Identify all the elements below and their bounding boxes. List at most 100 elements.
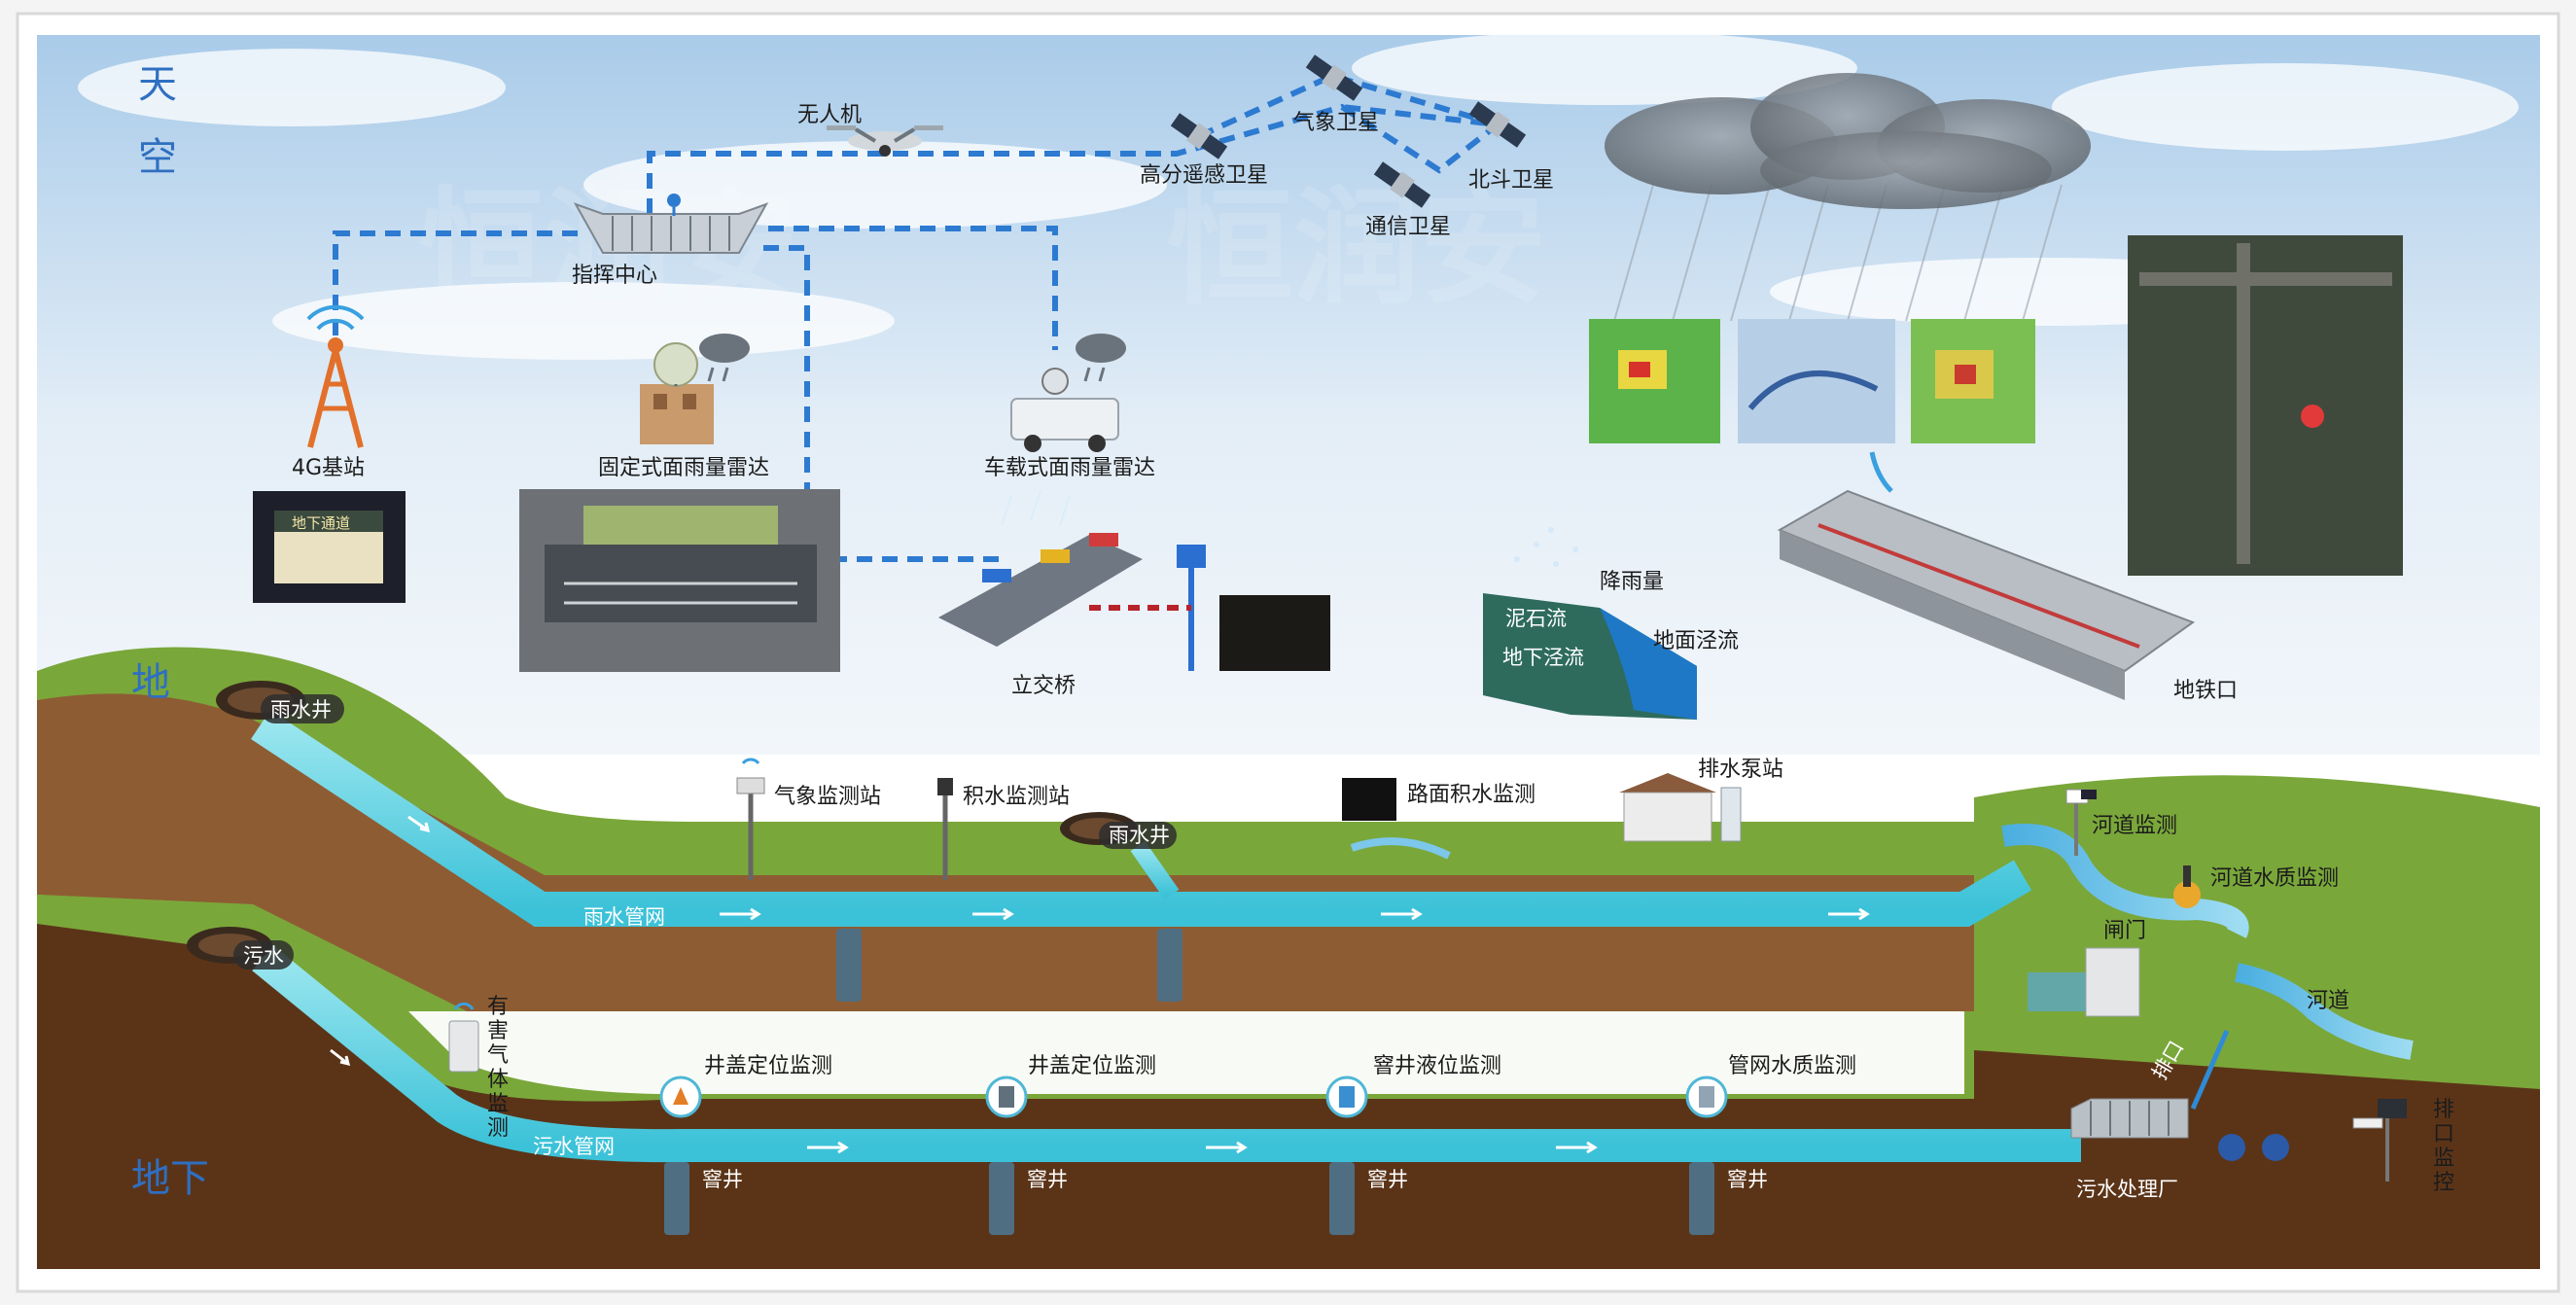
gas-sensor-icon: [448, 1002, 479, 1073]
gas-monitoring-char: 测: [487, 1116, 509, 1141]
manhole-label: 窨井: [1727, 1168, 1768, 1191]
sewage-pipe: [252, 944, 2081, 1163]
river-monitoring-icon: [2065, 789, 2097, 856]
watermark-text: 恒润安: [1167, 174, 1546, 322]
metro-entrance-label: 地铁口: [2173, 679, 2238, 703]
drone-label: 无人机: [797, 103, 862, 127]
night-road-photo: [1219, 595, 1330, 671]
cover-monitor-2-label: 井盖定位监测: [1028, 1054, 1156, 1078]
sewage-well-badge: [233, 940, 294, 970]
outlet-monitoring-char: 排: [2433, 1098, 2454, 1122]
road-ponding-icon: [1342, 778, 1451, 860]
manhole-shaft-icon: [664, 929, 1714, 1235]
rain-cloud-icon: [1076, 334, 1126, 382]
gas-monitoring-char: 监: [487, 1092, 509, 1116]
metro-station-icon: [1777, 489, 2196, 700]
underground-runoff-label: 地下泾流: [1502, 646, 1584, 669]
road-ponding-label: 路面积水监测: [1407, 783, 1535, 807]
water-quality-buoy-icon: [2173, 865, 2201, 908]
base-station-label: 4G基站: [292, 456, 365, 480]
rain-well-1-label: 雨水井: [270, 698, 332, 722]
satellite-icon: [1170, 54, 1527, 208]
outlet-monitoring-char: 控: [2433, 1171, 2454, 1195]
weather-satellite-label: 气象卫星: [1293, 111, 1379, 135]
river-stream: [2001, 824, 2249, 938]
flow-arrows: [407, 815, 1870, 921]
satellite-map-photo: [2128, 235, 2403, 576]
rain-well-badge: [261, 694, 344, 723]
sensor-badge-icon: [659, 1076, 1728, 1118]
zone-ground: 地: [131, 660, 170, 705]
upper-soil-layer: [37, 693, 1974, 1011]
gas-monitoring-label: 有 害 气 体 监 测: [487, 995, 509, 1141]
outlet-monitoring-char: 口: [2433, 1122, 2454, 1146]
mudflow-label: 泥石流: [1505, 607, 1567, 630]
cell-tower-icon: [306, 304, 365, 448]
treatment-plant-label: 污水处理厂: [2076, 1178, 2178, 1201]
rain-pipe: [251, 709, 2032, 927]
level-monitor-label: 窨井液位监测: [1373, 1054, 1501, 1078]
interchange-icon: [938, 490, 1206, 671]
outlet-monitoring-label: 排 口 监 控: [2433, 1098, 2454, 1195]
radar-map-images: [1589, 319, 2035, 443]
quality-monitor-label: 管网水质监测: [1728, 1054, 1856, 1078]
white-separator: [408, 1011, 1964, 1095]
ponding-station-label: 积水监测站: [963, 785, 1070, 809]
vehicle-radar-label: 车载式面雨量雷达: [984, 456, 1155, 480]
command-center-label: 指挥中心: [572, 264, 657, 288]
cover-monitor-1-label: 井盖定位监测: [704, 1054, 832, 1078]
gas-monitoring-char: 有: [487, 995, 509, 1019]
manhole-label: 窨井: [1027, 1168, 1068, 1191]
weather-station-label: 气象监测站: [774, 785, 881, 809]
underpass-photo: 地下通道: [253, 491, 406, 603]
lower-soil-layer: [37, 918, 2540, 1269]
ponding-station-icon: [937, 778, 953, 880]
zone-sky-1: 天: [138, 62, 177, 107]
pumping-facility-photo: [519, 489, 840, 672]
gate-label: 闸门: [2103, 919, 2146, 943]
manhole-label: 窨井: [702, 1168, 743, 1191]
sewage-pipe-label: 污水管网: [533, 1135, 615, 1158]
gas-monitoring-char: 害: [487, 1019, 509, 1043]
rain-branch-pipe: [1130, 840, 1180, 900]
flow-arrows: [330, 1048, 1598, 1154]
rain-pipe-label: 雨水管网: [583, 905, 665, 929]
comm-satellite-label: 通信卫星: [1365, 215, 1451, 239]
rain-well-2-label: 雨水井: [1109, 824, 1170, 847]
pump-station-label: 排水泵站: [1698, 758, 1783, 782]
drone-icon: [827, 125, 943, 157]
manhole-label: 窨井: [1367, 1168, 1408, 1191]
surface-runoff-label: 地面泾流: [1653, 629, 1739, 653]
gas-monitoring-char: 气: [487, 1043, 509, 1068]
runoff-terrain-icon: [1483, 527, 1697, 720]
river-label: 河道: [2307, 989, 2349, 1013]
river-stream: [2234, 963, 2414, 1060]
river-quality-label: 河道水质监测: [2210, 866, 2339, 891]
underpass-sign: 地下通道: [292, 514, 350, 532]
gas-monitoring-char: 体: [487, 1068, 509, 1092]
gate-icon: [2028, 947, 2140, 1017]
zone-sky-2: 空: [138, 135, 177, 180]
arrow-icon: [1869, 451, 1893, 493]
rain-well-badge: [1099, 822, 1177, 849]
weather-station-icon: [736, 758, 765, 880]
pump-station-icon: [1619, 773, 1742, 842]
river-monitoring-label: 河道监测: [2092, 814, 2177, 838]
command-center-icon: [573, 194, 769, 254]
rainfall-label: 降雨量: [1600, 570, 1664, 594]
treatment-plant-icon: [2070, 1098, 2289, 1161]
fixed-radar-label: 固定式面雨量雷达: [598, 456, 769, 480]
rain-cloud-icon: [699, 334, 750, 382]
fixed-radar-icon: [640, 342, 714, 444]
outlet-pipe: [2190, 1029, 2230, 1111]
zone-underground: 地下: [131, 1156, 209, 1201]
storm-cloud-icon: [1605, 73, 2091, 322]
outlet-camera-icon: [2352, 1099, 2407, 1182]
outlet-monitoring-char: 监: [2433, 1146, 2454, 1171]
remote-sensing-satellite-label: 高分遥感卫星: [1140, 163, 1268, 188]
sewage-well-label: 污水: [243, 944, 284, 968]
radar-vehicle-icon: [1010, 368, 1119, 452]
beidou-satellite-label: 北斗卫星: [1468, 168, 1554, 193]
interchange-label: 立交桥: [1011, 674, 1076, 698]
